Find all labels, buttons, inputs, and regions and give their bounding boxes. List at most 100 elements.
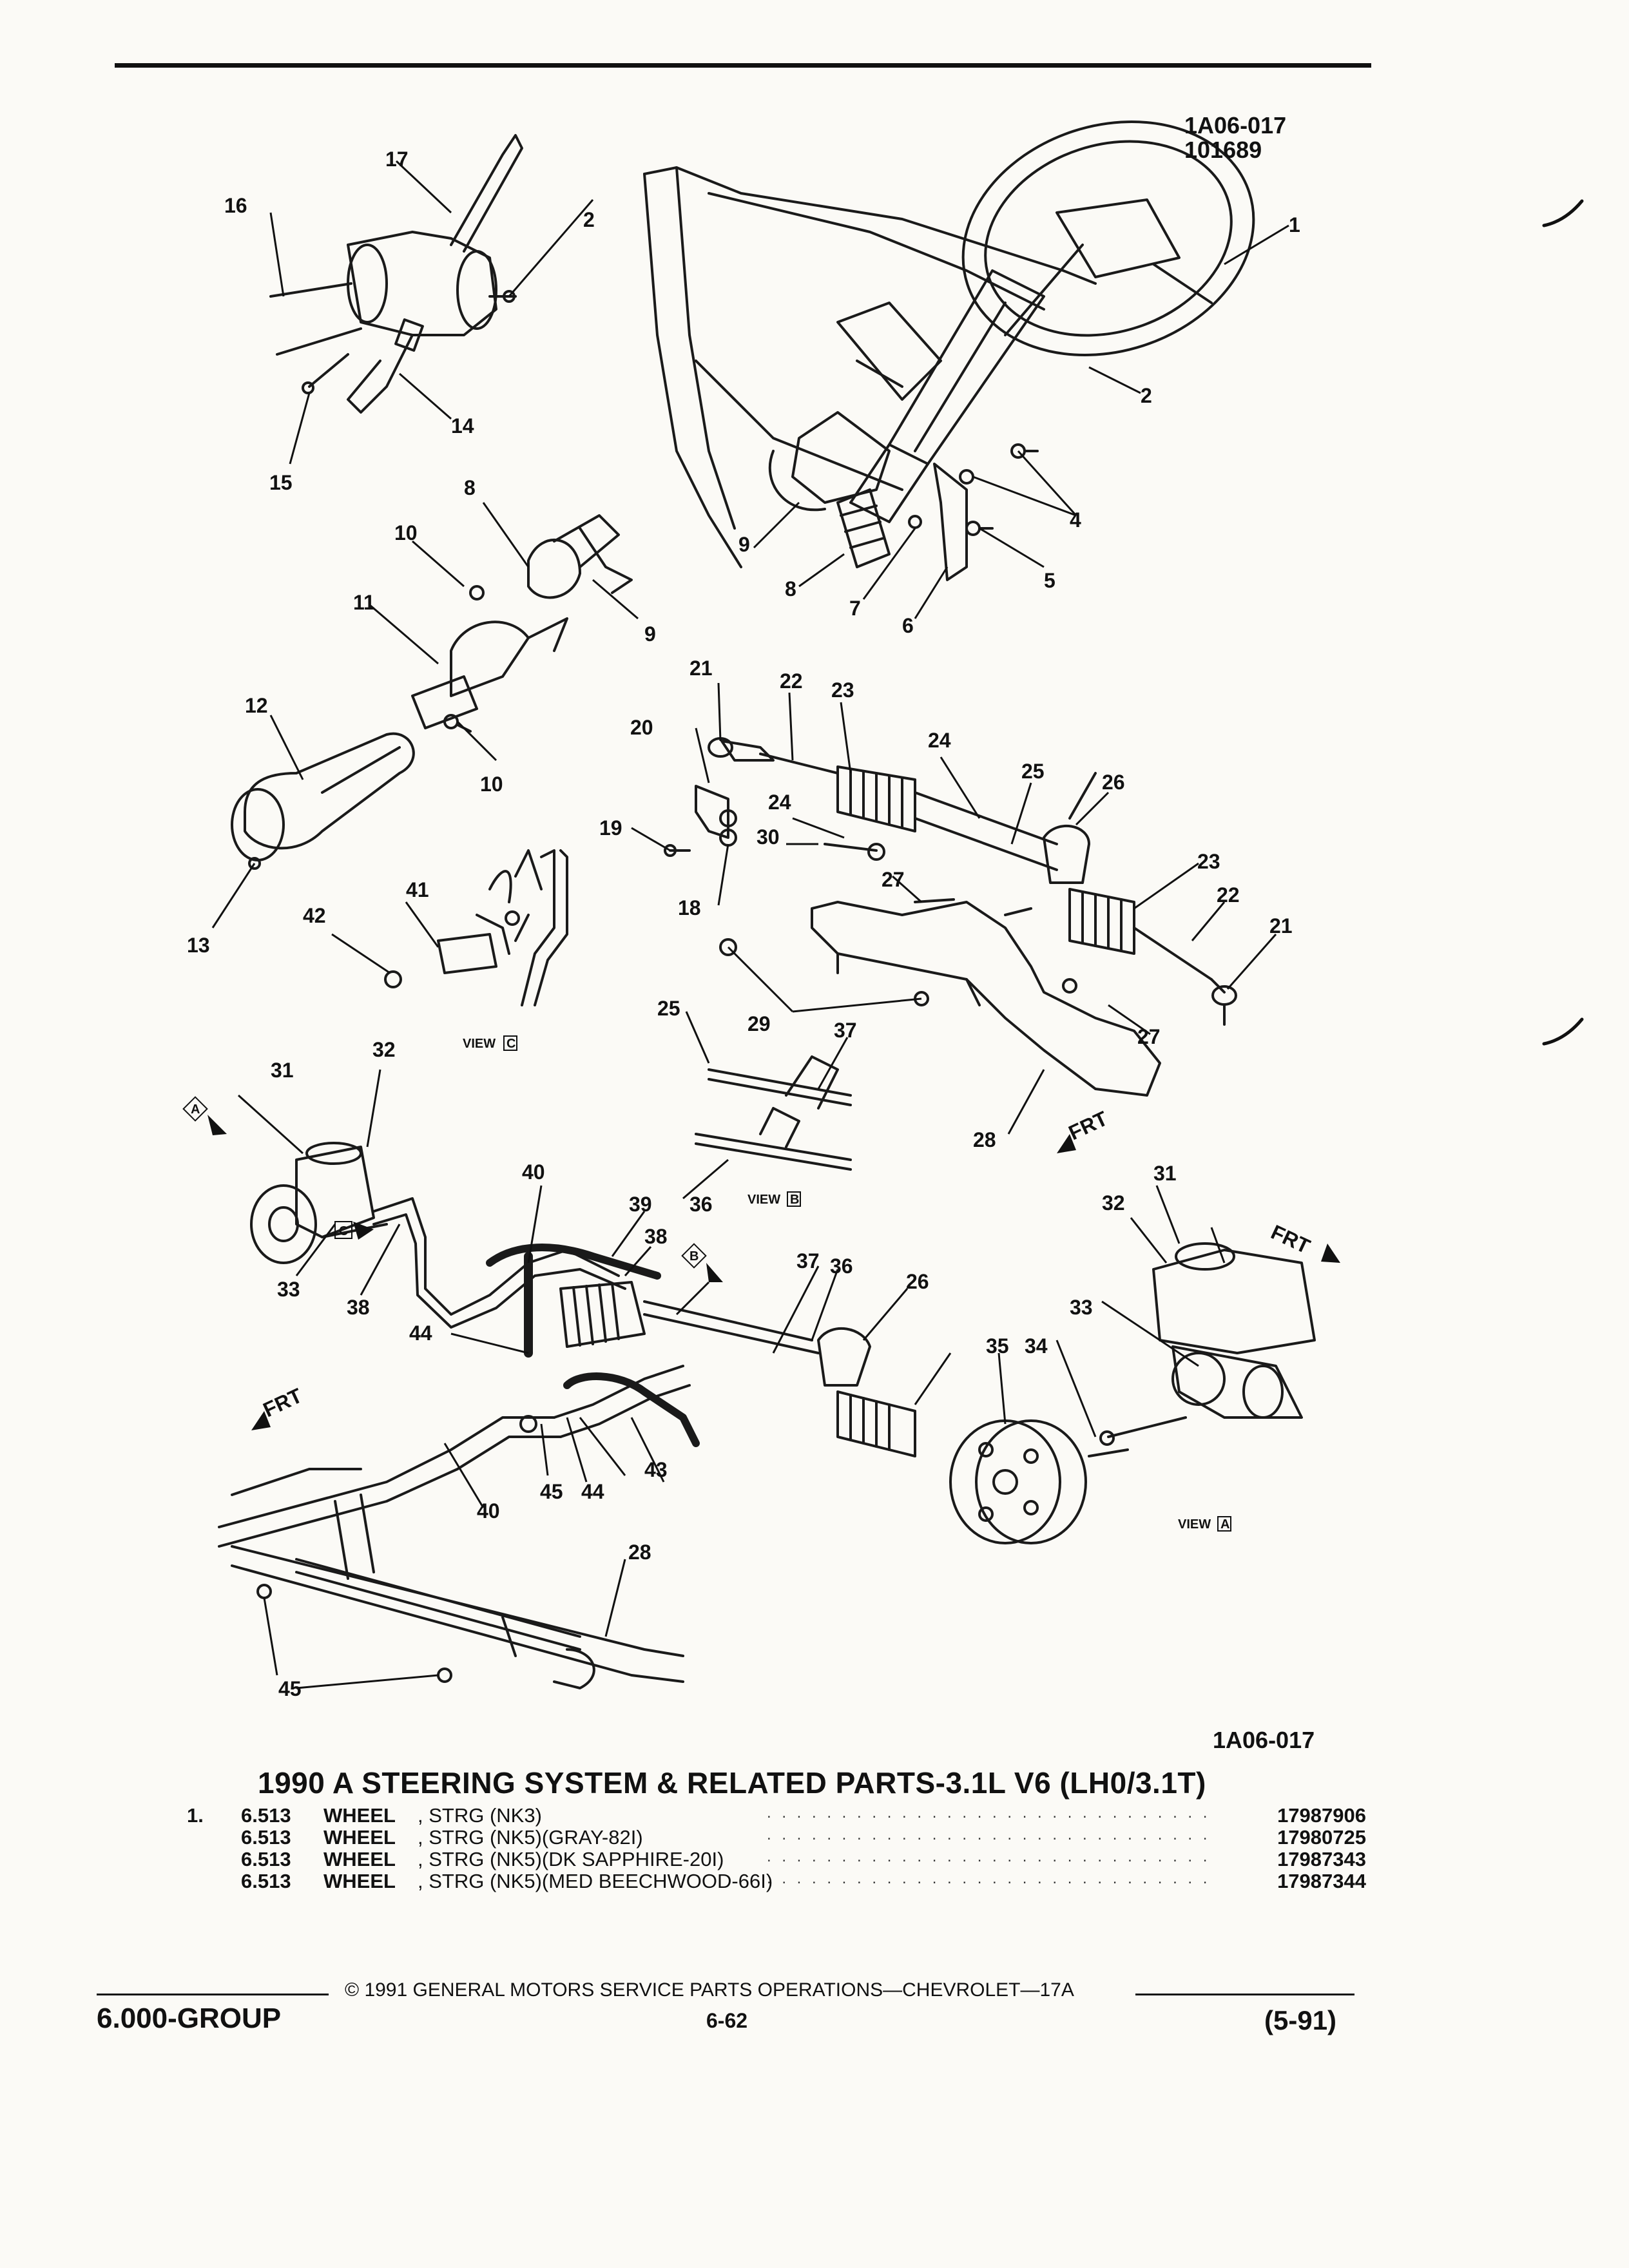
callout-38: 38: [644, 1225, 668, 1248]
group-code: 6.513: [241, 1848, 291, 1870]
callout-8: 8: [464, 476, 476, 499]
parts-row: 6.513 WHEEL , STRG (NK5)(GRAY-82I) . . .…: [187, 1826, 1366, 1849]
part-number: 17980725: [1277, 1826, 1366, 1849]
callout-39: 39: [629, 1193, 652, 1216]
frt-label: FRT: [1268, 1220, 1314, 1258]
parts-row: 6.513 WHEEL , STRG (NK5)(MED BEECHWOOD-6…: [187, 1870, 1366, 1892]
callout-19: 19: [599, 816, 622, 840]
figure-date-code: 101689: [1184, 137, 1262, 163]
callout-26: 26: [1102, 771, 1125, 794]
callout-27: 27: [882, 868, 905, 891]
callout-6: 6: [902, 614, 914, 637]
callout-40: 40: [477, 1499, 500, 1523]
callout-36: 36: [830, 1254, 853, 1278]
view-arrow-letter: C: [339, 1224, 348, 1238]
callout-32: 32: [1102, 1191, 1125, 1215]
callout-13: 13: [187, 934, 210, 957]
part-number: 17987343: [1277, 1848, 1366, 1870]
view-arrow-letter: B: [689, 1249, 699, 1264]
callout-43: 43: [644, 1458, 668, 1481]
callout-21: 21: [1269, 914, 1293, 937]
callout-45: 45: [540, 1480, 563, 1503]
callout-9: 9: [644, 622, 656, 646]
copyright-notice: © 1991 GENERAL MOTORS SERVICE PARTS OPER…: [345, 1979, 1074, 2001]
callout-25: 25: [1021, 760, 1045, 783]
part-name: WHEEL: [323, 1848, 396, 1870]
callout-5: 5: [1044, 569, 1055, 592]
view-arrow-letter: A: [191, 1102, 200, 1117]
view-label: VIEW: [747, 1193, 780, 1207]
callout-7: 7: [849, 597, 861, 620]
callout-34: 34: [1025, 1334, 1048, 1358]
callout-40: 40: [522, 1160, 545, 1184]
callout-11: 11: [353, 591, 375, 614]
item-number: 1.: [187, 1804, 204, 1827]
callout-24: 24: [928, 729, 951, 752]
part-description: , STRG (NK5)(GRAY-82I): [418, 1826, 643, 1849]
view-letter: C: [506, 1037, 516, 1051]
callout-28: 28: [973, 1128, 996, 1151]
callout-12: 12: [245, 694, 268, 717]
figure-id: 1A06-017: [1184, 112, 1287, 139]
callout-22: 22: [780, 669, 803, 693]
section-title: 1990 A STEERING SYSTEM & RELATED PARTS-3…: [258, 1766, 1206, 1800]
callout-33: 33: [1070, 1296, 1093, 1319]
parts-row: 1. 6.513 WHEEL , STRG (NK3) . . . . . . …: [187, 1804, 1366, 1827]
part-name: WHEEL: [323, 1804, 396, 1827]
callout-16: 16: [224, 194, 247, 217]
callout-10: 10: [394, 521, 418, 544]
footer-rule: [1135, 1994, 1354, 1995]
leader-dots: . . . . . . . . . . . . . . . . . . . . …: [767, 1804, 1218, 1821]
callout-23: 23: [1197, 850, 1220, 873]
callout-30: 30: [757, 825, 780, 849]
callout-31: 31: [1153, 1162, 1177, 1185]
margin-mark: [1542, 1017, 1584, 1046]
group-code: 6.513: [241, 1826, 291, 1849]
page-number: 6-62: [706, 2009, 748, 2032]
parts-list: 1. 6.513 WHEEL , STRG (NK3) . . . . . . …: [187, 1804, 1366, 1892]
part-number: 17987344: [1277, 1870, 1366, 1892]
callout-32: 32: [372, 1038, 396, 1061]
callout-17: 17: [385, 148, 409, 171]
frt-label: FRT: [1065, 1106, 1112, 1144]
callout-42: 42: [303, 904, 326, 927]
part-name: WHEEL: [323, 1870, 396, 1892]
group-code: 6.513: [241, 1870, 291, 1892]
part-description: , STRG (NK5)(DK SAPPHIRE-20I): [418, 1848, 724, 1870]
callout-14: 14: [451, 414, 474, 437]
frt-label: FRT: [260, 1383, 306, 1421]
parts-row: 6.513 WHEEL , STRG (NK5)(DK SAPPHIRE-20I…: [187, 1848, 1366, 1870]
view-label: VIEW: [1178, 1517, 1211, 1532]
callout-4: 4: [1070, 508, 1081, 532]
callout-37: 37: [796, 1249, 820, 1273]
footer-rule: [97, 1994, 329, 1995]
callout-31: 31: [271, 1059, 294, 1082]
callout-10: 10: [480, 773, 503, 796]
callout-18: 18: [678, 896, 701, 919]
margin-mark: [1542, 199, 1584, 227]
callout-24: 24: [768, 791, 791, 814]
callout-28: 28: [628, 1541, 651, 1564]
top-rule: [115, 63, 1371, 68]
callout-35: 35: [986, 1334, 1009, 1358]
view-letter: B: [790, 1193, 799, 1207]
view-letter: A: [1220, 1517, 1229, 1532]
callout-1: 1: [1289, 213, 1300, 236]
group-code: 6.513: [241, 1804, 291, 1827]
callout-36: 36: [689, 1193, 713, 1216]
callout-38: 38: [347, 1296, 370, 1319]
callout-9: 9: [738, 533, 750, 556]
leader-dots: . . . . . . . . . . . . . . . . . . . . …: [767, 1870, 1218, 1887]
callout-21: 21: [689, 657, 713, 680]
part-description: , STRG (NK5)(MED BEECHWOOD-66I): [418, 1870, 773, 1892]
part-number: 17987906: [1277, 1804, 1366, 1827]
callout-44: 44: [581, 1480, 604, 1503]
callout-29: 29: [747, 1012, 771, 1035]
callout-27: 27: [1137, 1025, 1161, 1048]
callout-2: 2: [583, 208, 595, 231]
callout-8: 8: [785, 577, 796, 601]
callout-45: 45: [278, 1677, 302, 1700]
part-description: , STRG (NK3): [418, 1804, 542, 1827]
view-label: VIEW: [463, 1037, 496, 1051]
callout-33: 33: [277, 1278, 300, 1301]
